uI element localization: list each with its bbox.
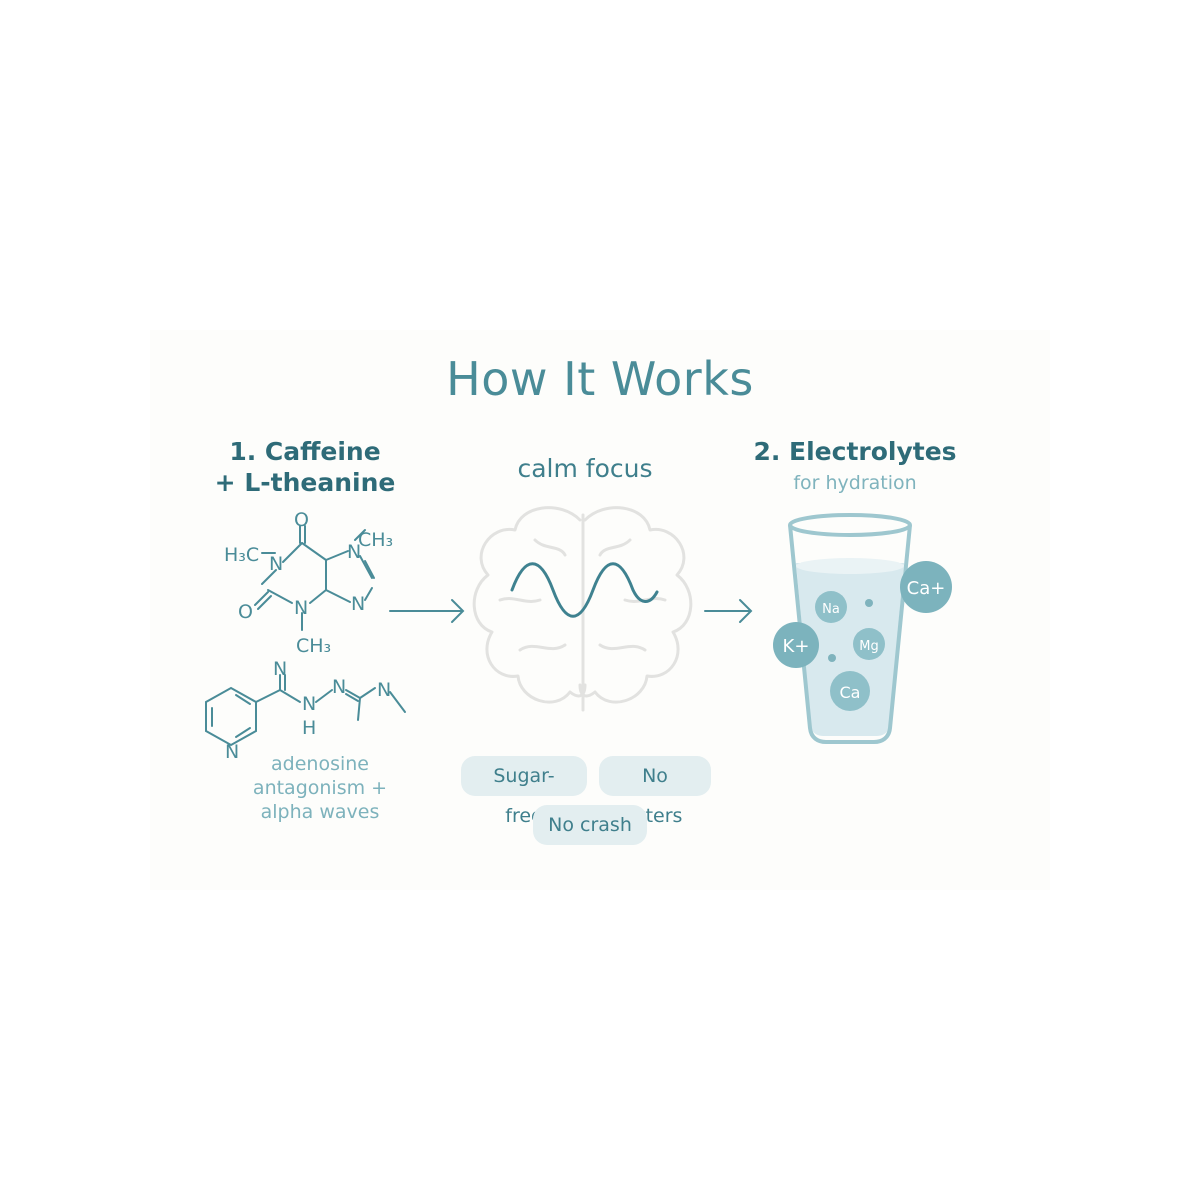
page-title: How It Works — [446, 352, 754, 406]
step1-heading: 1. Caffeine + L-theanine — [205, 436, 405, 498]
pill-no-crash: No crash — [533, 805, 647, 845]
mechanism-text: adenosine antagonism + alpha waves — [215, 752, 425, 824]
step1-line2: + L-theanine — [214, 468, 396, 497]
mechanism-line2: antagonism + — [252, 777, 388, 799]
step1-line1: 1. Caffeine — [229, 437, 381, 466]
step2-subtitle: for hydration — [793, 472, 917, 494]
step2-heading: 2. Electrolytes — [753, 437, 957, 466]
calm-focus-label: calm focus — [517, 454, 653, 483]
mechanism-line1: adenosine — [271, 753, 369, 775]
pill-no-jitters: No jitters — [599, 756, 711, 827]
mechanism-line3: alpha waves — [260, 801, 380, 823]
pill-sugar-free: Sugar-free — [461, 756, 587, 827]
